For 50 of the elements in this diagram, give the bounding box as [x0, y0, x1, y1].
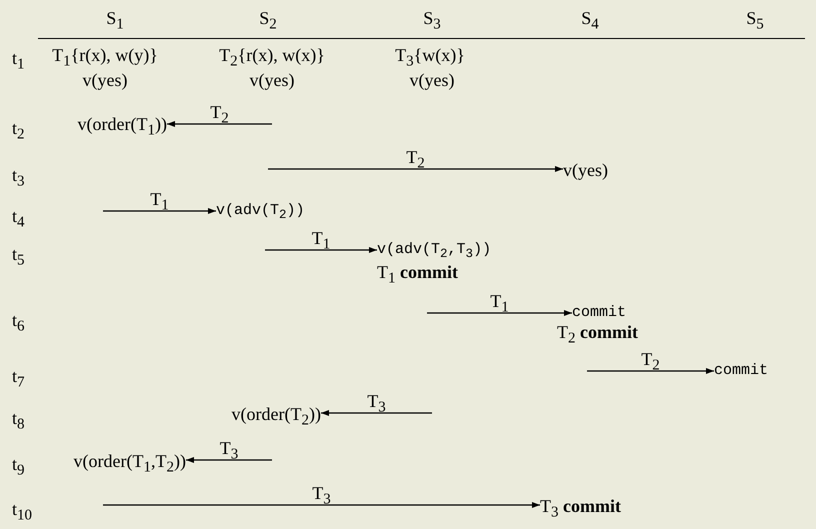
event-label: v(adv(T$_{2}$)): [216, 201, 305, 225]
event-label: commit: [572, 303, 626, 323]
edge-label: T$_{1}$: [490, 291, 509, 318]
arrow: [103, 208, 216, 214]
text-label: t$_{5}$: [12, 244, 25, 271]
text-label: t$_{8}$: [12, 408, 25, 435]
event-label: v(yes): [563, 160, 608, 180]
text-label: T$_{2}$ commit: [557, 322, 638, 349]
text-label: t$_{1}$: [12, 48, 25, 75]
edge-label: T$_{2}$: [406, 147, 425, 174]
text-label: v(yes): [410, 70, 454, 90]
text-label: T$_{2}${r(x), w(x)}: [219, 45, 325, 72]
edge-label: T$_{2}$: [641, 349, 660, 376]
text-label: t$_{6}$: [12, 310, 25, 337]
text-label: v(yes): [250, 70, 294, 90]
arrow: [268, 166, 563, 172]
arrow: [167, 121, 272, 127]
text-label: t$_{9}$: [12, 454, 25, 481]
arrow: [427, 310, 572, 316]
event-label: v(adv(T$_{2}$,T$_{3}$)): [377, 240, 492, 264]
event-label: v(order(T$_{2}$)): [232, 404, 321, 431]
arrow: [321, 410, 432, 416]
arrow: [103, 502, 540, 508]
text-label: T$_{1}${r(x), w(y)}: [52, 45, 158, 72]
edge-label: T$_{2}$: [210, 102, 229, 129]
event-label: commit: [714, 361, 768, 381]
edge-label: T$_{1}$: [312, 228, 330, 255]
text-label: t$_{2}$: [12, 118, 25, 145]
text-label: S$_{4}$: [581, 8, 599, 35]
text-label: T$_{1}$ commit: [377, 262, 458, 289]
text-label: S$_{2}$: [259, 8, 277, 35]
arrow: [587, 368, 714, 374]
text-label: t$_{7}$: [12, 366, 25, 393]
edge-label: T$_{3}$: [367, 391, 386, 418]
event-label: T$_{3}$ commit: [540, 496, 621, 523]
text-label: S$_{5}$: [746, 8, 764, 35]
text-label: t$_{4}$: [12, 206, 25, 233]
event-label: v(order(T$_{1}$,T$_{2}$)): [74, 451, 186, 478]
edge-label: T$_{1}$: [150, 189, 169, 216]
arrow: [186, 457, 272, 463]
edge-label: T$_{3}$: [220, 438, 238, 465]
text-label: t$_{10}$: [12, 499, 32, 526]
edge-label: T$_{3}$: [312, 483, 331, 510]
text-label: v(yes): [82, 70, 128, 90]
text-label: S$_{1}$: [106, 8, 124, 35]
text-label: S$_{3}$: [423, 8, 441, 35]
arrow: [265, 247, 377, 253]
text-label: t$_{3}$: [12, 165, 25, 192]
event-label: v(order(T$_{1}$)): [78, 114, 167, 141]
text-label: T$_{3}${w(x)}: [395, 45, 465, 72]
